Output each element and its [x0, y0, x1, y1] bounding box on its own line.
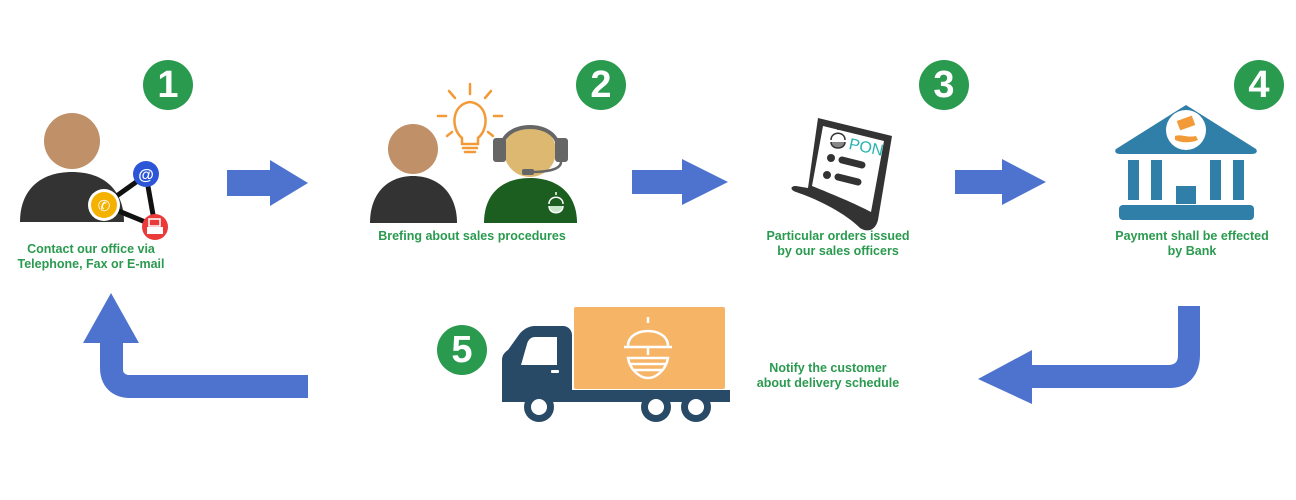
step-3-badge: 3: [919, 60, 969, 110]
email-icon: [133, 161, 159, 187]
company-logo-icon: [830, 127, 846, 149]
svg-text:@: @: [138, 167, 154, 184]
arrow-right-icon: [955, 159, 1046, 205]
step-2-caption: Brefing about sales procedures: [352, 229, 592, 244]
step-3-caption-line2: by our sales officers: [777, 244, 899, 258]
step-4-caption-line1: Payment shall be effected: [1115, 229, 1269, 243]
officer-head: [504, 125, 556, 177]
phone-icon: [91, 192, 117, 218]
step-4-caption: Payment shall be effected by Bank: [1092, 229, 1292, 259]
step-2-caption-line1: Brefing about sales procedures: [378, 229, 566, 243]
bank-icon: [1115, 105, 1257, 220]
lightbulb-icon: [436, 82, 504, 154]
company-logo-icon: [624, 317, 672, 380]
arrow-return-left-icon: [978, 306, 1200, 404]
briefing-icon: [370, 82, 577, 223]
person-head: [44, 113, 100, 169]
customer-contact-icon: ✆ @: [20, 113, 168, 240]
pon-label: PON: [847, 136, 884, 160]
step-3-caption-line1: Particular orders issued: [766, 229, 910, 243]
order-document-icon: PON: [791, 118, 892, 231]
step-2-badge: 2: [576, 60, 626, 110]
step-1-caption-line2: Telephone, Fax or E-mail: [17, 257, 165, 271]
arrow-return-up-icon: [83, 293, 308, 398]
step-4-caption-line2: by Bank: [1167, 244, 1217, 258]
company-logo-icon: [548, 192, 564, 214]
step-3-caption: Particular orders issued by our sales of…: [738, 229, 938, 259]
arrow-right-icon: [227, 160, 308, 206]
step-4-badge: 4: [1234, 60, 1284, 110]
step-1-caption-line1: Contact our office via: [27, 242, 155, 256]
step-5-caption: Notify the customer about delivery sched…: [733, 361, 923, 391]
delivery-truck-icon: [502, 307, 730, 422]
step-5-caption-line1: Notify the customer: [769, 361, 887, 375]
step-5-caption-line2: about delivery schedule: [756, 376, 900, 390]
officer-body: [484, 178, 577, 223]
step-5-badge: 5: [437, 325, 487, 375]
step-1-caption: Contact our office via Telephone, Fax or…: [0, 242, 182, 272]
truck-cab: [502, 326, 730, 402]
svg-text:✆: ✆: [98, 197, 111, 215]
arrow-right-icon: [632, 159, 728, 205]
money-hand-icon: [1175, 115, 1198, 143]
step-1-badge: 1: [143, 60, 193, 110]
